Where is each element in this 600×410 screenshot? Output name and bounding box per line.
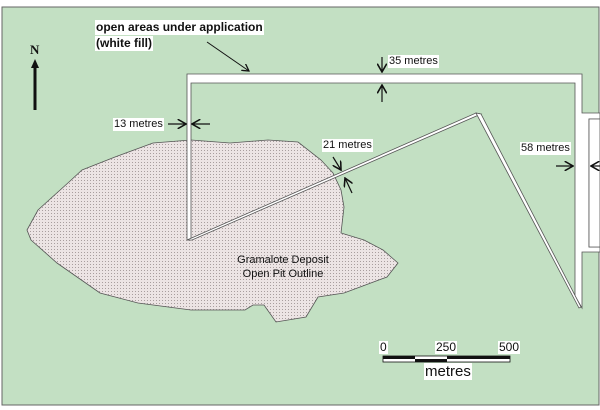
leader-arrow	[206, 41, 249, 71]
dimension-label-diagonal: 21 metres	[322, 139, 373, 152]
top-strip	[186, 73, 600, 310]
deposit-label-line1: Gramalote Deposit	[237, 254, 329, 266]
open-areas	[186, 73, 600, 310]
dimension-label-right: 58 metres	[520, 142, 571, 155]
dimension-label-left: 13 metres	[113, 118, 164, 131]
scale-tick-250: 250	[435, 340, 458, 354]
north-arrow-icon	[31, 59, 39, 110]
scale-unit: metres	[424, 363, 472, 380]
scale-tick-0: 0	[379, 340, 388, 354]
legend-title: open areas under application	[95, 20, 264, 35]
deposit-label-line2: Open Pit Outline	[242, 268, 324, 280]
dimension-label-top: 35 metres	[388, 55, 439, 68]
north-label: N	[30, 42, 40, 57]
dimension-arrows	[168, 57, 600, 194]
southeast-strip	[475, 112, 582, 309]
scale-bar	[382, 355, 511, 363]
right-east-strip	[588, 118, 600, 248]
scale-tick-500: 500	[498, 340, 521, 354]
legend-subtitle: (white fill)	[95, 36, 153, 51]
